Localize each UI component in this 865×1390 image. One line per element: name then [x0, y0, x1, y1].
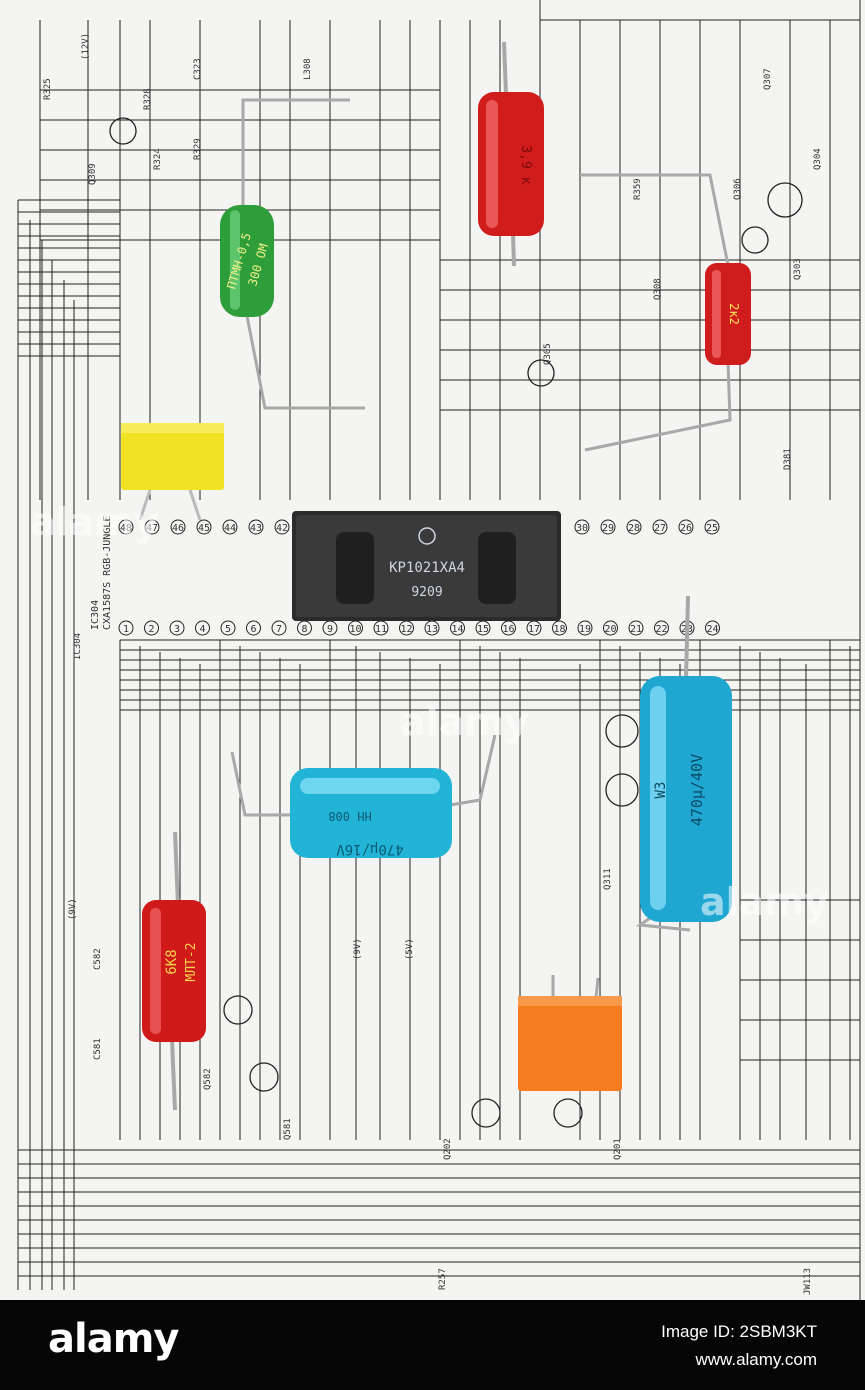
svg-text:Q311: Q311: [603, 868, 613, 890]
svg-text:R324: R324: [153, 148, 163, 170]
chip-pin-number: 17: [528, 624, 540, 635]
svg-text:C581: C581: [93, 1038, 103, 1060]
chip-pin-number: 11: [375, 624, 387, 635]
red-resistor-left-type: МЛТ-2: [184, 942, 199, 981]
chip-pin-number: 1: [123, 624, 129, 635]
red-resistor-top: 3,9 к: [478, 41, 544, 267]
svg-text:Q309: Q309: [88, 163, 98, 185]
svg-text:JW113: JW113: [803, 1268, 813, 1295]
chip-pin-number: 8: [301, 624, 307, 635]
svg-text:C323: C323: [193, 58, 203, 80]
chip-pin-number: 25: [706, 523, 718, 534]
chip-pin-numbers-bottom: 123456789101112131415161718192021222324: [118, 620, 720, 636]
chip-pin-number: 46: [172, 523, 184, 534]
svg-text:R329: R329: [193, 138, 203, 160]
blue-capacitor-large-mark: W3: [653, 782, 669, 799]
svg-text:Q304: Q304: [813, 148, 823, 170]
blue-capacitor-small-mark: НН 008: [328, 809, 371, 823]
ic-chip: КР1021ХА4 9209: [292, 511, 561, 621]
chip-part-number: CXA1587S RGB-JUNGLE: [102, 516, 113, 630]
chip-pin-number: 18: [553, 624, 565, 635]
svg-text:Q303: Q303: [793, 258, 803, 280]
chip-pin-number: 13: [426, 624, 438, 635]
chip-pin-number: 15: [477, 624, 489, 635]
chip-pin-number: 16: [502, 624, 514, 635]
chip-pin-number: 6: [250, 624, 256, 635]
svg-text:D381: D381: [783, 448, 793, 470]
chip-pin-number: 27: [654, 523, 666, 534]
red-resistor-right: 2к2: [580, 173, 751, 452]
svg-text:R359: R359: [633, 178, 643, 200]
svg-text:Q202: Q202: [443, 1138, 453, 1160]
yellow-capacitor: [121, 423, 224, 521]
chip-reference: IC304: [90, 600, 101, 630]
svg-text:(12V): (12V): [81, 33, 91, 60]
orange-capacitor: [518, 975, 622, 1091]
chip-pin-number: 12: [400, 624, 412, 635]
chip-pin-number: 21: [630, 624, 642, 635]
green-resistor: ПТМН-0,5 300 ОМ: [220, 98, 365, 410]
chip-pin-number: 19: [579, 624, 591, 635]
svg-text:Q306: Q306: [733, 178, 743, 200]
chip-pin-number: 24: [706, 624, 718, 635]
chip-pin-number: 30: [576, 523, 588, 534]
svg-text:(9V): (9V): [353, 938, 363, 960]
chip-pin-number: 9: [327, 624, 333, 635]
chip-date: 9209: [411, 585, 442, 600]
chip-pin-number: 26: [680, 523, 692, 534]
red-resistor-left-label: 6К8: [164, 949, 180, 974]
chip-pin-number: 3: [174, 624, 180, 635]
blue-capacitor-small-label: 470µ/16V: [336, 841, 404, 857]
site-url[interactable]: www.alamy.com: [695, 1350, 817, 1369]
svg-text:R328: R328: [143, 88, 153, 110]
svg-text:(9V): (9V): [68, 898, 78, 920]
chip-pin-numbers-top: 48 47 46 45 44 43 42 30 29 28 27 26 25: [118, 519, 720, 535]
chip-pin-number: 44: [224, 523, 236, 534]
chip-pin-number: 5: [225, 624, 231, 635]
stock-footer: alamy Image ID: 2SBM3KT www.alamy.com: [0, 1300, 865, 1390]
chip-pin-number: 48: [120, 523, 132, 534]
blue-capacitor-small: 470µ/16V НН 008: [230, 734, 497, 858]
chip-label: КР1021ХА4: [389, 560, 465, 576]
chip-pin-number: 22: [655, 624, 667, 635]
svg-text:C582: C582: [93, 948, 103, 970]
svg-text:Q308: Q308: [653, 278, 663, 300]
chip-pin-number: 14: [451, 624, 463, 635]
svg-text:R325: R325: [43, 78, 53, 100]
svg-text:IC304: IC304: [73, 633, 83, 660]
chip-pin-number: 45: [198, 523, 210, 534]
svg-text:Q581: Q581: [283, 1118, 293, 1140]
chip-pin-number: 29: [602, 523, 614, 534]
chip-pin-number: 43: [250, 523, 262, 534]
chip-pin-number: 2: [148, 624, 154, 635]
red-resistor-right-label: 2к2: [727, 303, 741, 325]
chip-pin-number: 7: [276, 624, 282, 635]
red-resistor-left: 6К8 МЛТ-2: [142, 831, 206, 1111]
chip-pin-number: 4: [199, 624, 205, 635]
blue-capacitor-large-label: 470µ/40V: [688, 754, 706, 826]
svg-text:Q307: Q307: [763, 68, 773, 90]
schematic-photo: (12V) R325 R328 C323 Q309 R324 R329 L308…: [0, 0, 865, 1300]
schematic-illustration: (12V) R325 R328 C323 Q309 R324 R329 L308…: [17, 0, 861, 1300]
image-id: Image ID: 2SBM3KT: [661, 1322, 817, 1341]
blue-capacitor-large: W3 470µ/40V: [635, 595, 732, 932]
svg-text:L308: L308: [303, 58, 313, 80]
chip-pin-number: 47: [146, 523, 158, 534]
chip-pin-number: 28: [628, 523, 640, 534]
svg-text:Q582: Q582: [203, 1068, 213, 1090]
svg-text:Q201: Q201: [613, 1138, 623, 1160]
svg-text:Q305: Q305: [543, 343, 553, 365]
chip-pin-number: 20: [604, 624, 616, 635]
chip-pin-number: 42: [276, 523, 288, 534]
alamy-logo[interactable]: alamy: [48, 1316, 179, 1362]
red-resistor-top-label: 3,9 к: [518, 145, 533, 184]
svg-text:R257: R257: [438, 1268, 448, 1290]
transistor-symbols: [109, 117, 803, 1128]
svg-text:(5V): (5V): [405, 938, 415, 960]
chip-pin-number: 10: [349, 624, 361, 635]
schematic-text: (12V) R325 R328 C323 Q309 R324 R329 L308…: [43, 33, 823, 1295]
